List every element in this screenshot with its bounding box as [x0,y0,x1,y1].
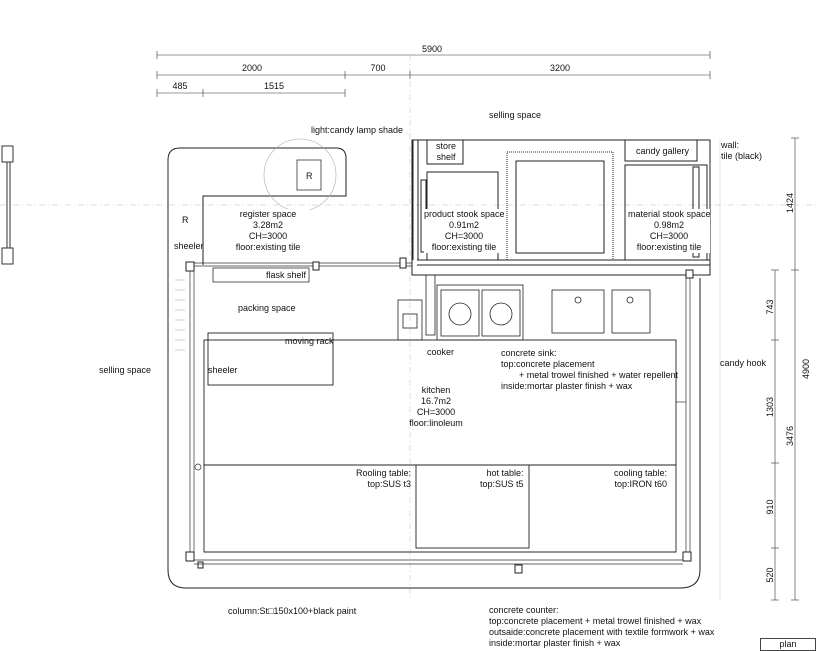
concrete-counter-label: concrete counter: top:concrete placement… [489,605,714,649]
dim-top-c: 3200 [549,63,571,73]
dim-right-g: 520 [765,567,775,583]
material-stook-line-1: material stook space [628,209,711,219]
material-stook-line-3: CH=3000 [649,231,689,241]
cooling-table-line-2: top:IRON t60 [614,479,668,489]
dim-right-b: 743 [765,299,775,315]
fridge-r2-label: R [182,215,189,225]
light-label: light:candy lamp shade [311,125,404,135]
sheeler-label-2: sheeler [208,365,238,375]
cooker-sinks [397,274,651,341]
register-line-4: floor:existing tile [235,242,301,252]
candy-gallery-label: candy gallery [636,146,690,156]
building-outline [167,139,711,589]
cooker-label: cooker [427,347,455,357]
product-stook-line-1: product stook space [424,209,505,219]
dim-right-f: 910 [765,499,775,515]
dim-right-e: 3476 [785,425,795,447]
rooling-table-line-2: top:SUS t3 [367,479,412,489]
selling-space-top-label: selling space [489,110,542,122]
dim-right-c: 4900 [801,358,811,380]
axis-lines [0,55,818,600]
wall-line-1: wall: [721,140,740,150]
dim-top-a: 2000 [241,63,263,73]
material-stook-line-4: floor:existing tile [636,242,702,252]
sheeler-label-1: sheeler [174,241,204,251]
register-line-2: 3.28m2 [252,220,284,230]
candy-hook-label: candy hook [720,358,767,368]
concrete-counter-line-1: concrete counter: [489,605,559,615]
flask-shelf-label: flask shelf [266,270,307,280]
register-space-label: register space 3.28m2 CH=3000 floor:exis… [226,209,310,253]
hot-table-label: hot table: top:SUS t5 [480,468,524,490]
left-edge-marker [1,145,14,265]
concrete-sink-line-1: concrete sink: [501,348,557,358]
dim-right-a: 1424 [785,192,795,214]
packing-space-label: packing space [238,303,296,313]
concrete-sink-line-4: inside:mortar plaster finish + wax [501,381,633,391]
product-stook-label: product stook space 0.91m2 CH=3000 floor… [424,209,505,253]
selling-space-left-label: selling space [99,365,152,375]
dim-top-total: 5900 [421,44,443,54]
concrete-sink-line-2: top:concrete placement [501,359,595,369]
rooling-table-label: Rooling table: top:SUS t3 [356,468,411,490]
flask-shelf-outline [212,267,310,283]
columns [185,257,694,574]
dim-top-b: 700 [370,63,386,73]
kitchen-line-2: 16.7m2 [420,396,452,406]
product-stook-line-2: 0.91m2 [448,220,480,230]
wall-line-2: tile (black) [721,151,763,161]
top-dimension-lines [156,51,711,97]
column-label: column:St□150x100+black paint [228,606,357,616]
left-ledge [175,279,185,351]
light-circle [263,138,337,212]
concrete-counter-line-2: top:concrete placement + metal trowel fi… [489,616,702,626]
fridge-r1 [296,159,322,191]
hot-table-line-1: hot table: [486,468,524,478]
store-shelf-label: store shelf [429,141,463,163]
moving-rack-label: moving rack [285,336,334,346]
rooling-table-line-1: Rooling table: [356,468,412,478]
kitchen-outline [203,332,677,553]
kitchen-line-1: kitchen [421,385,451,395]
product-stook-line-3: CH=3000 [444,231,484,241]
register-line-3: CH=3000 [248,231,288,241]
plan-tag: plan [760,638,816,651]
dim-right-d: 1303 [765,396,775,418]
kitchen-line-4: floor:linoleum [409,418,463,428]
product-stook-line-4: floor:existing tile [431,242,497,252]
right-dimension-lines [771,137,799,601]
fridge-r1-label: R [306,171,313,181]
concrete-counter-line-4: inside:mortar plaster finish + wax [489,638,621,648]
store-shelf-line-2: shelf [436,152,456,162]
concrete-sink-line-3: + metal trowel finished + water repellen… [519,370,679,380]
dim-top-e: 1515 [263,81,285,91]
cooling-table-line-1: cooling table: [614,468,668,478]
kitchen-label: kitchen 16.7m2 CH=3000 floor:linoleum [396,385,476,429]
store-shelf-line-1: store [435,141,456,151]
concrete-sink-label: concrete sink: top:concrete placement + … [501,348,678,392]
register-line-1: register space [239,209,297,219]
cooling-table-label: cooling table: top:IRON t60 [614,468,667,490]
dim-top-d: 485 [172,81,188,91]
wall-label: wall: tile (black) [721,140,762,162]
kitchen-line-3: CH=3000 [416,407,456,417]
material-stook-line-2: 0.98m2 [653,220,685,230]
concrete-counter-line-3: outsaide:concrete placement with textile… [489,627,715,637]
hot-table-line-2: top:SUS t5 [480,479,524,489]
material-stook-label: material stook space 0.98m2 CH=3000 floo… [628,209,711,253]
